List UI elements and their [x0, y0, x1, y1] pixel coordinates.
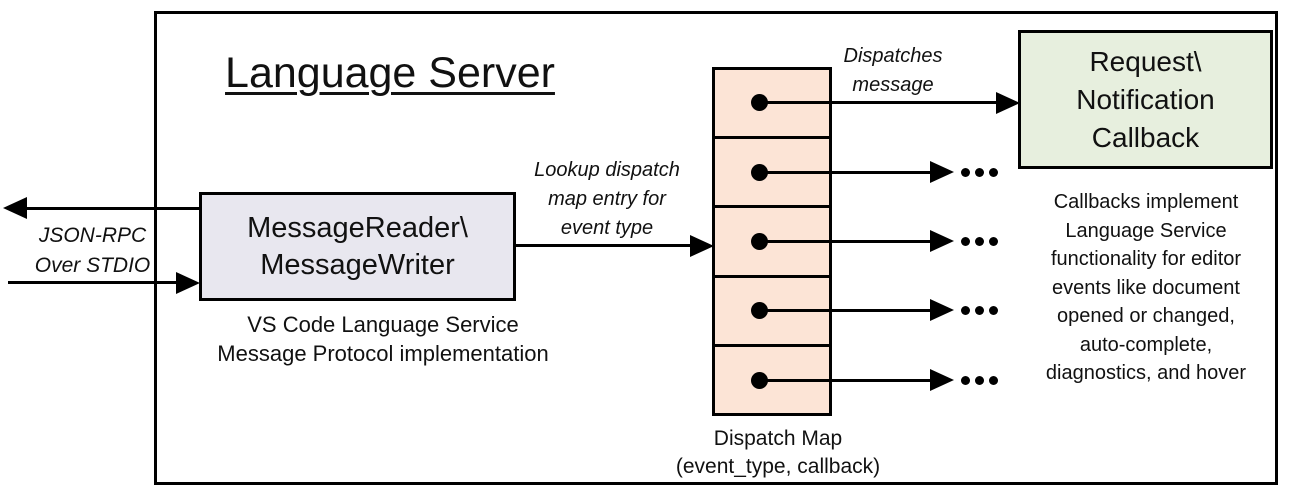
reader-writer-caption: VS Code Language Service Message Protoco… — [217, 312, 549, 366]
outbound-arrow-line — [20, 207, 200, 210]
dispatch-arrowhead-icon — [930, 369, 954, 391]
lookup-arrowhead-icon — [690, 235, 714, 257]
lookup-dispatch-label: Lookup dispatch map entry for event type — [534, 159, 680, 239]
json-rpc-stdio-label: JSON-RPC Over STDIO — [34, 224, 151, 277]
dispatch-arrow-line — [760, 309, 930, 312]
request-notification-callback-box: Request\ Notification Callback — [1018, 30, 1273, 169]
dispatch-arrowhead-icon — [930, 230, 954, 252]
dispatch-arrow-line — [760, 171, 930, 174]
dispatch-arrowhead-icon — [930, 299, 954, 321]
dispatch-cell — [715, 208, 829, 278]
ellipsis-icon — [961, 237, 998, 246]
left-arrowhead-icon — [3, 197, 27, 219]
pointer-dot-icon — [751, 94, 768, 111]
pointer-dot-icon — [751, 164, 768, 181]
dispatch-cell — [715, 70, 829, 140]
dispatches-message-label: Dispatches message — [843, 45, 943, 96]
dispatch-map-caption: Dispatch Map (event_type, callback) — [675, 427, 881, 478]
dispatch-arrowhead-icon — [996, 92, 1020, 114]
ellipsis-icon — [961, 376, 998, 385]
ellipsis-icon — [961, 306, 998, 315]
pointer-dot-icon — [751, 372, 768, 389]
lookup-arrow-line — [516, 244, 691, 247]
language-server-boundary-box — [154, 11, 1278, 485]
pointer-dot-icon — [751, 302, 768, 319]
dispatch-arrow-line — [760, 240, 930, 243]
message-reader-writer-box: MessageReader\ MessageWriter — [199, 192, 516, 301]
right-arrowhead-icon — [176, 272, 200, 294]
ellipsis-icon — [961, 168, 998, 177]
inbound-arrow-line — [8, 281, 178, 284]
dispatch-arrow-line — [760, 101, 998, 104]
diagram-title: Language Server — [225, 49, 555, 97]
dispatch-arrowhead-icon — [930, 161, 954, 183]
dispatch-cell — [715, 139, 829, 209]
dispatch-cell — [715, 278, 829, 347]
dispatch-arrow-line — [760, 379, 930, 382]
callback-caption: Callbacks implement Language Service fun… — [1045, 191, 1247, 384]
pointer-dot-icon — [751, 233, 768, 250]
